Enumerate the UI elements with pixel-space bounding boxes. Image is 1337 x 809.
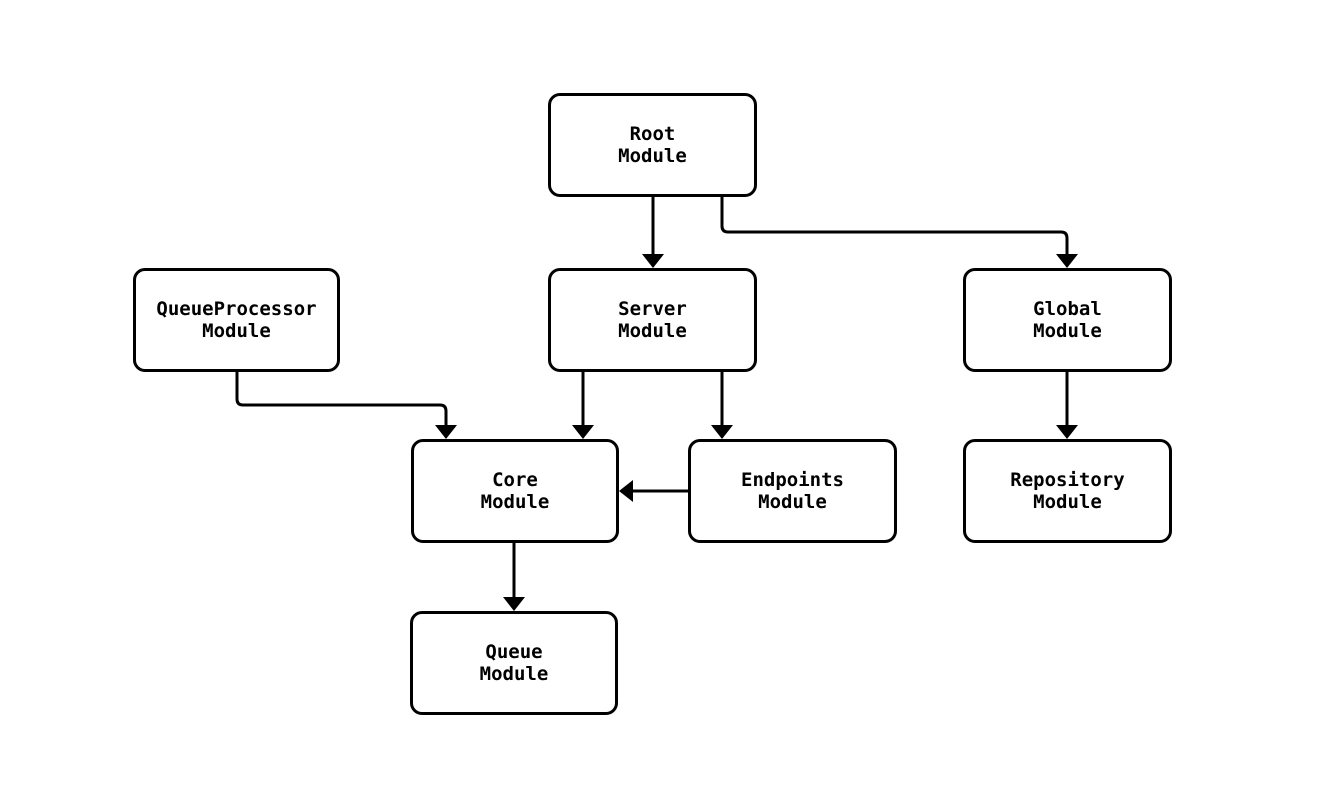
node-label-line1: Endpoints bbox=[741, 469, 844, 491]
edge-line bbox=[235, 370, 448, 429]
edge-arrowhead bbox=[572, 425, 594, 439]
edge-arrowhead bbox=[1056, 254, 1078, 268]
node-label-line1: Queue bbox=[485, 641, 543, 663]
edge-arrowhead bbox=[642, 254, 664, 268]
node-label-line2: Module bbox=[1033, 320, 1102, 342]
edge-line bbox=[720, 195, 1069, 258]
node-label-line2: Module bbox=[618, 145, 687, 167]
node-label-line2: Module bbox=[1033, 491, 1102, 513]
node-label-line1: Core bbox=[492, 469, 538, 491]
node-label-line2: Module bbox=[618, 320, 687, 342]
edge-arrowhead bbox=[711, 425, 733, 439]
node-label-line1: QueueProcessor bbox=[156, 298, 317, 320]
node-label-line1: Repository bbox=[1010, 469, 1125, 491]
edge-arrowhead bbox=[1056, 425, 1078, 439]
node-label-line2: Module bbox=[479, 663, 549, 685]
node-label-line2: Module bbox=[758, 491, 827, 513]
edge-root-to-global bbox=[720, 195, 1078, 268]
node-label-line2: Module bbox=[202, 320, 271, 342]
node-label-line1: Server bbox=[618, 298, 687, 320]
edge-core-to-queue bbox=[503, 541, 525, 611]
edge-global-to-repository bbox=[1056, 370, 1078, 439]
edge-root-to-server bbox=[642, 195, 664, 268]
node-label-line1: Root bbox=[629, 123, 676, 145]
node-label-line2: Module bbox=[480, 491, 550, 513]
edge-arrowhead bbox=[435, 425, 457, 439]
edge-server-to-core bbox=[572, 370, 594, 439]
edge-arrowhead bbox=[503, 597, 525, 611]
edge-endpoints-to-core bbox=[619, 480, 690, 502]
edge-server-to-endpoints bbox=[711, 370, 733, 439]
node-label-line1: Global bbox=[1033, 298, 1102, 320]
edge-queueprocessor-to-core bbox=[235, 370, 457, 439]
edge-arrowhead bbox=[619, 480, 633, 502]
